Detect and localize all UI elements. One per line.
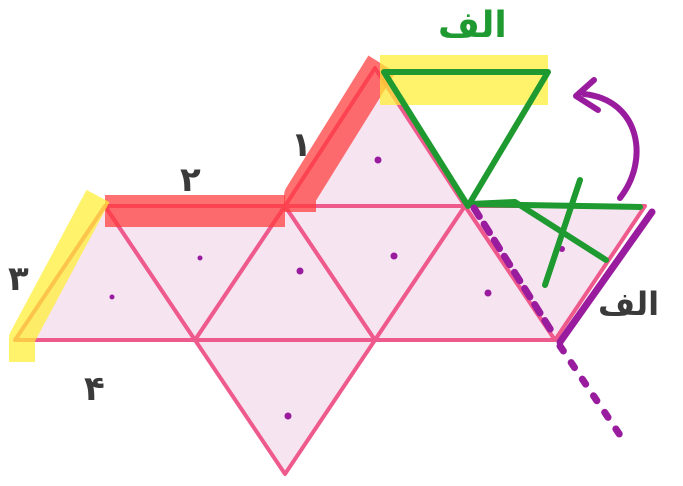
purple-dotted-edge xyxy=(470,204,556,336)
purple-marks xyxy=(470,77,656,448)
red-highlight-top-edge xyxy=(284,55,396,212)
purple-dotted-extension xyxy=(556,342,630,448)
purple-arrow-head xyxy=(573,77,601,113)
green-cross-stroke xyxy=(542,177,583,288)
face-bottom xyxy=(193,338,377,476)
edge-label-4: ۴ xyxy=(84,369,105,409)
edge-label-1: ۱ xyxy=(291,125,312,165)
purple-right-edge xyxy=(556,208,656,346)
green-diagonal-stroke xyxy=(467,199,609,263)
face-dots xyxy=(109,156,565,420)
highlights xyxy=(9,55,548,362)
green-marks xyxy=(381,69,643,288)
purple-curved-arrow xyxy=(581,91,640,201)
edge-label-3: ۳ xyxy=(8,259,29,299)
edge-label-2: ۲ xyxy=(180,160,201,200)
green-triangle-cone xyxy=(381,69,551,209)
vertex-label-alef: الف xyxy=(598,285,660,323)
yellow-highlight-left-edge xyxy=(9,189,110,362)
green-label-alef: الف xyxy=(438,5,507,46)
